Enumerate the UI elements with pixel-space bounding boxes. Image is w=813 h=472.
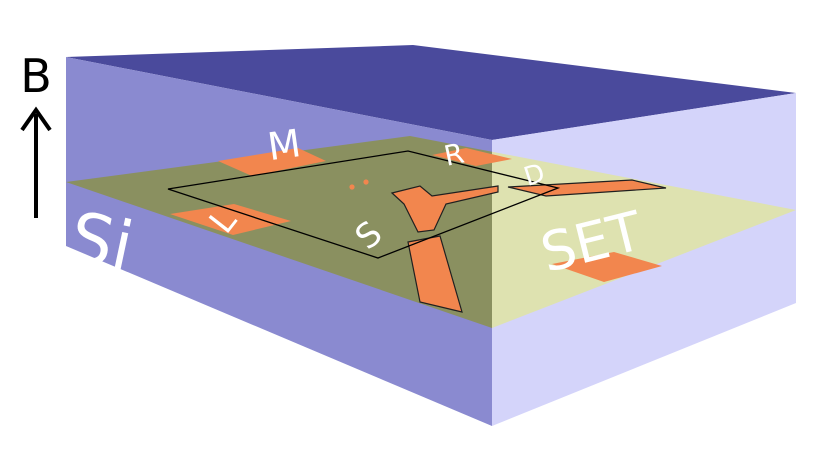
scan-window-outline: [167, 150, 561, 259]
block-top-face: [66, 45, 796, 140]
gate-r-pad: [432, 148, 512, 166]
set-pad: [552, 252, 662, 282]
surface-layer-dark: [66, 136, 492, 328]
gate-l-pad: [170, 204, 291, 235]
gate-m-pad: [218, 148, 326, 176]
dot-1: [349, 184, 355, 190]
field-arrow-icon: [20, 106, 52, 132]
dot-2: [363, 179, 369, 185]
field-label: B: [20, 49, 52, 103]
gate-m-label: M: [265, 121, 304, 169]
gate-s-top: [390, 185, 499, 233]
